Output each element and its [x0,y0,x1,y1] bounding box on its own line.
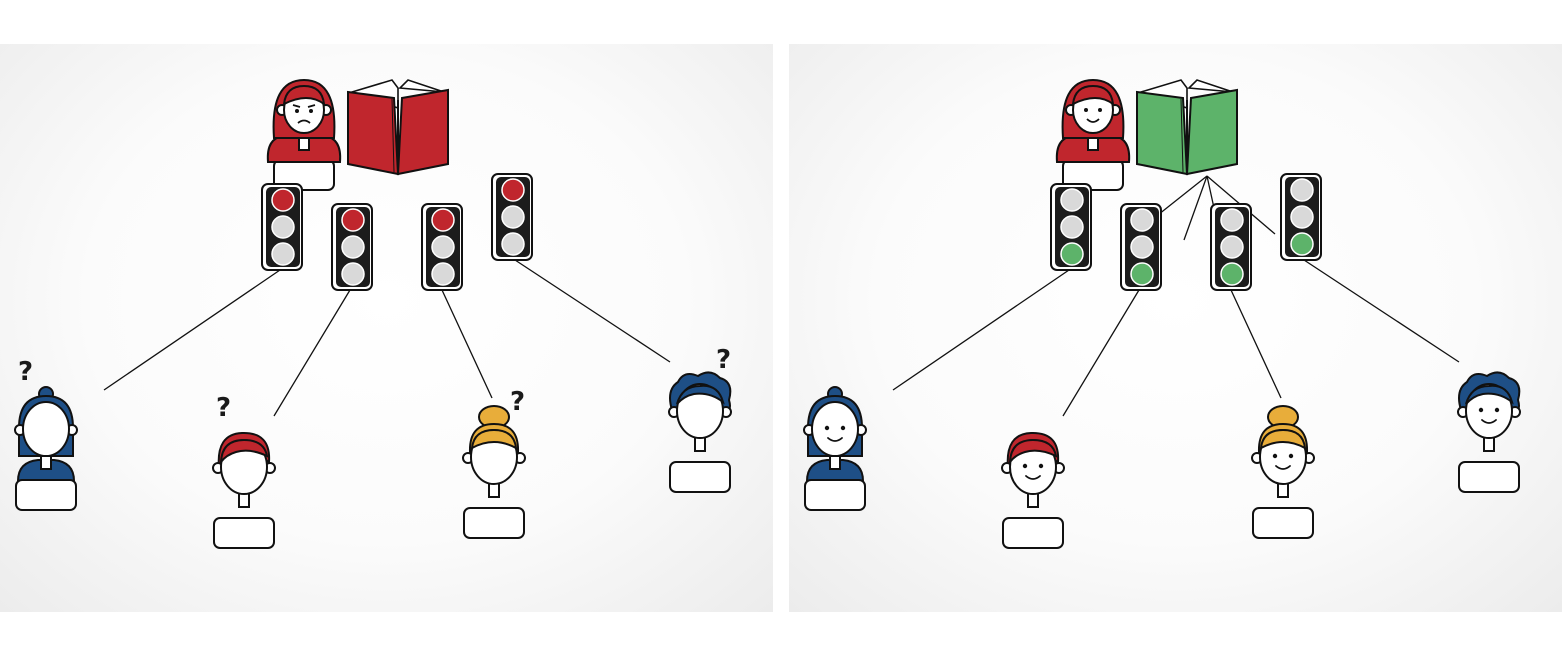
hub-line [1183,175,1208,241]
link-line [511,257,671,363]
link-line [892,269,1070,391]
question-mark: ? [716,345,731,375]
person-2 [212,431,276,549]
traffic-light-1 [261,183,303,271]
person-4 [668,371,732,493]
teacher [266,78,342,191]
question-mark: ? [510,387,525,417]
link-line [441,289,493,399]
traffic-light-4 [1280,173,1322,261]
traffic-light-3 [421,203,463,291]
book-red [347,79,449,176]
person-4 [1457,371,1521,493]
person-2 [1001,431,1065,549]
question-mark: ? [216,393,231,423]
question-mark: ? [18,357,33,387]
traffic-light-2 [1120,203,1162,291]
traffic-light-2 [331,203,373,291]
traffic-light-3 [1210,203,1252,291]
book-green [1136,79,1238,176]
diagram-right [803,78,1521,549]
teacher [1055,78,1131,191]
traffic-light-4 [491,173,533,261]
link-line [1062,289,1140,417]
person-3 [462,405,526,539]
link-line [1300,257,1460,363]
link-line [1230,289,1282,399]
person-1 [14,386,78,511]
link-line [273,289,351,417]
person-3 [1251,405,1315,539]
diagram-left: ???? [14,78,732,549]
panel-left-stop: ???? [0,44,773,612]
panel-right-go [789,44,1562,612]
link-line [103,269,281,391]
person-1 [803,386,867,511]
traffic-light-1 [1050,183,1092,271]
